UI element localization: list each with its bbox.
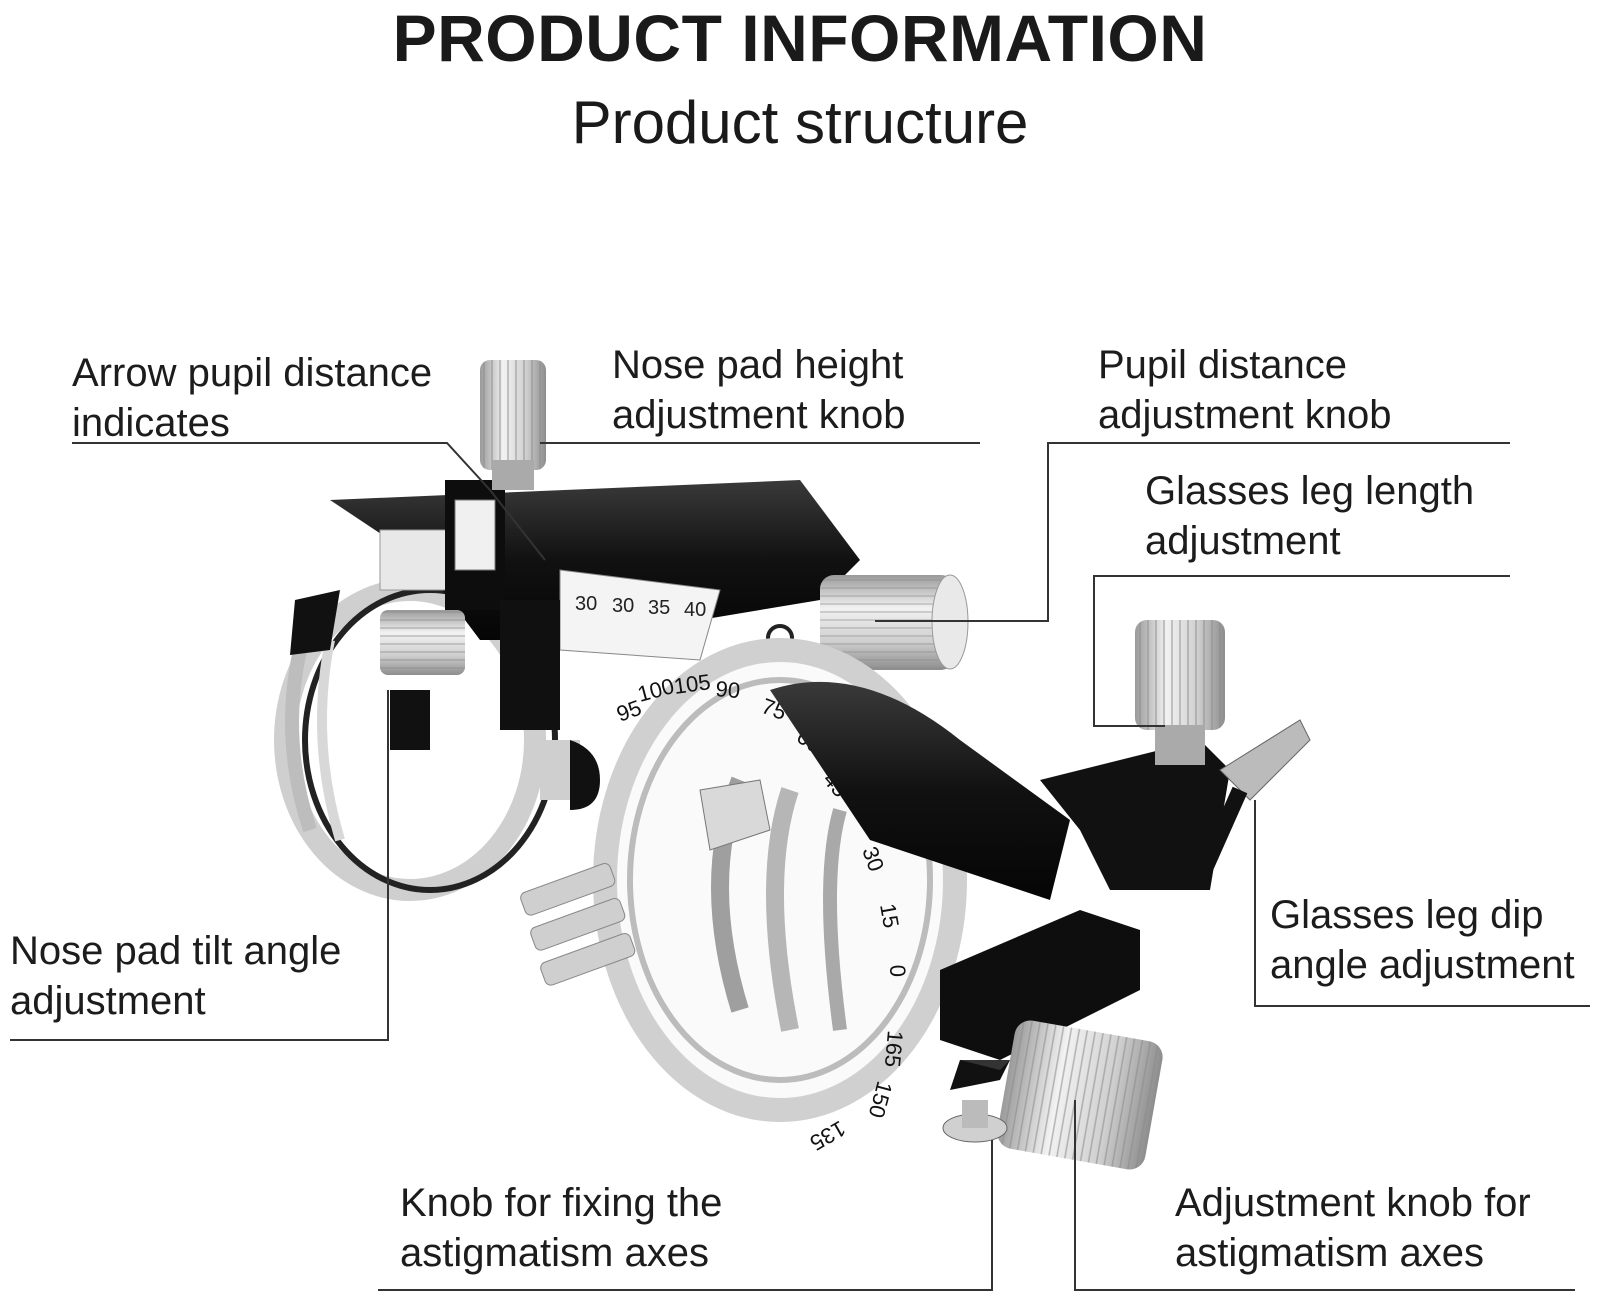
label-fixing-astigmatism-axes: Knob for fixing the astigmatism axes xyxy=(400,1181,723,1275)
nose-pad-tilt-knob-image xyxy=(380,610,465,750)
frame-right-arm xyxy=(770,681,1311,900)
pd-scale-number: 30 xyxy=(575,593,597,615)
label-glasses-leg-dip: Glasses leg dip angle adjustment xyxy=(1270,893,1575,987)
axis-dial-number: 90 xyxy=(715,676,742,703)
label-adjustment-astigmatism-axes: Adjustment knob for astigmatism axes xyxy=(1175,1181,1531,1275)
label-nose-pad-tilt: Nose pad tilt angle adjustment xyxy=(10,929,342,1023)
axis-knob-housing xyxy=(940,910,1140,1090)
axis-adjustment-knob-image xyxy=(997,1020,1163,1170)
label-glasses-leg-length: Glasses leg length adjustment xyxy=(1145,469,1475,563)
page-title: PRODUCT INFORMATION xyxy=(392,1,1208,75)
nose-pad-height-knob-image xyxy=(480,360,546,490)
pd-scale-number: 35 xyxy=(648,597,670,619)
pd-scale-number: 40 xyxy=(684,599,706,621)
axis-dial-number: 165 xyxy=(880,1030,908,1069)
axis-dial-number: 0 xyxy=(885,964,910,977)
pd-scale-number: 30 xyxy=(612,595,634,617)
axis-dial-number: 135 xyxy=(806,1116,850,1156)
label-arrow-pupil-distance: Arrow pupil distance indicates xyxy=(72,351,433,445)
leg-length-knob-image xyxy=(1135,620,1225,765)
label-pupil-distance-knob: Pupil distance adjustment knob xyxy=(1098,343,1392,437)
page-subtitle: Product structure xyxy=(571,89,1029,156)
axis-dial-number: 15 xyxy=(875,902,904,930)
axis-dial-number: 105 xyxy=(672,669,712,699)
axis-fixing-knob-image xyxy=(942,1100,1008,1143)
label-nose-pad-height: Nose pad height adjustment knob xyxy=(612,343,906,437)
